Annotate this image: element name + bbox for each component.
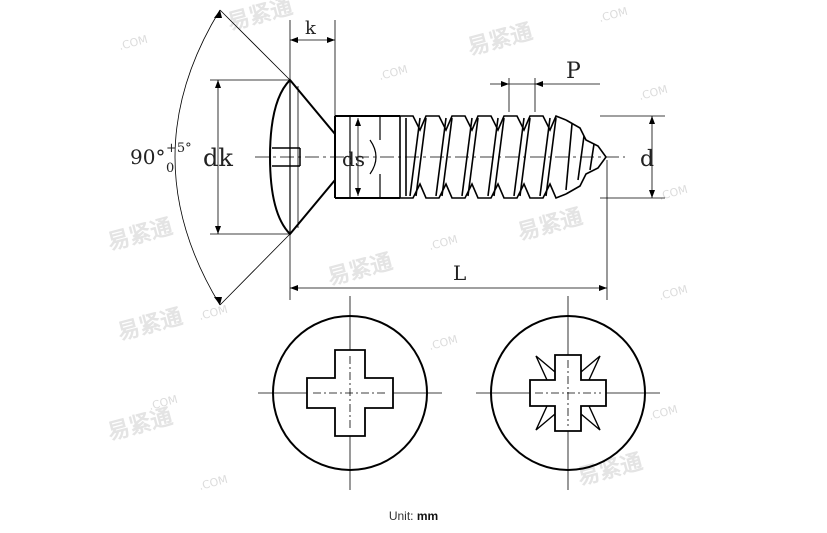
watermark-com: .COM [647, 403, 679, 423]
dimension-lines [174, 9, 665, 306]
screw-head [268, 78, 336, 236]
label-angle-plus: +5° [166, 141, 192, 156]
label-ds: ds [342, 147, 365, 171]
watermark-layer: 易紧通 .COM 易紧通 .COM .COM 易紧通 .COM .COM 易紧通… [105, 0, 689, 493]
watermark-com: .COM [657, 183, 689, 203]
watermark-com: .COM [427, 233, 459, 253]
screw-technical-drawing: 易紧通 .COM 易紧通 .COM .COM 易紧通 .COM .COM 易紧通… [105, 0, 689, 493]
dimension-arrows [214, 10, 655, 305]
unit-value: mm [416, 509, 439, 523]
watermark-brand: 易紧通 [465, 20, 535, 61]
label-angle-main: 90° [130, 145, 165, 169]
dimension-labels: k P dk ds d L 90° +5° 0 [130, 18, 654, 285]
label-l: L [453, 261, 466, 285]
watermark-brand: 易紧通 [105, 215, 175, 256]
watermark-com: .COM [657, 283, 689, 303]
unit-caption: Unit: mm [0, 509, 827, 523]
label-k: k [305, 18, 317, 39]
watermark-com: .COM [117, 33, 149, 53]
watermark-com: .COM [597, 5, 629, 25]
watermark-com: .COM [197, 473, 229, 493]
label-angle-zero: 0 [166, 161, 174, 176]
watermark-brand: 易紧通 [325, 250, 395, 291]
watermark-brand: 易紧通 [515, 205, 585, 246]
phillips-head-view [258, 296, 442, 490]
watermark-brand: 易紧通 [115, 305, 185, 346]
watermark-com: .COM [427, 333, 459, 353]
label-dk: dk [203, 144, 233, 172]
label-d: d [640, 147, 654, 172]
watermark-com: .COM [377, 63, 409, 83]
watermark-brand: 易紧通 [575, 450, 645, 491]
watermark-brand: 易紧通 [105, 405, 175, 446]
label-p: P [566, 59, 581, 84]
pozidriv-head-view [476, 296, 660, 490]
screw-side-view [255, 78, 625, 236]
watermark-com: .COM [197, 303, 229, 323]
unit-prefix: Unit: [388, 509, 417, 523]
watermark-brand: 易紧通 [225, 0, 295, 36]
watermark-com: .COM [637, 83, 669, 103]
